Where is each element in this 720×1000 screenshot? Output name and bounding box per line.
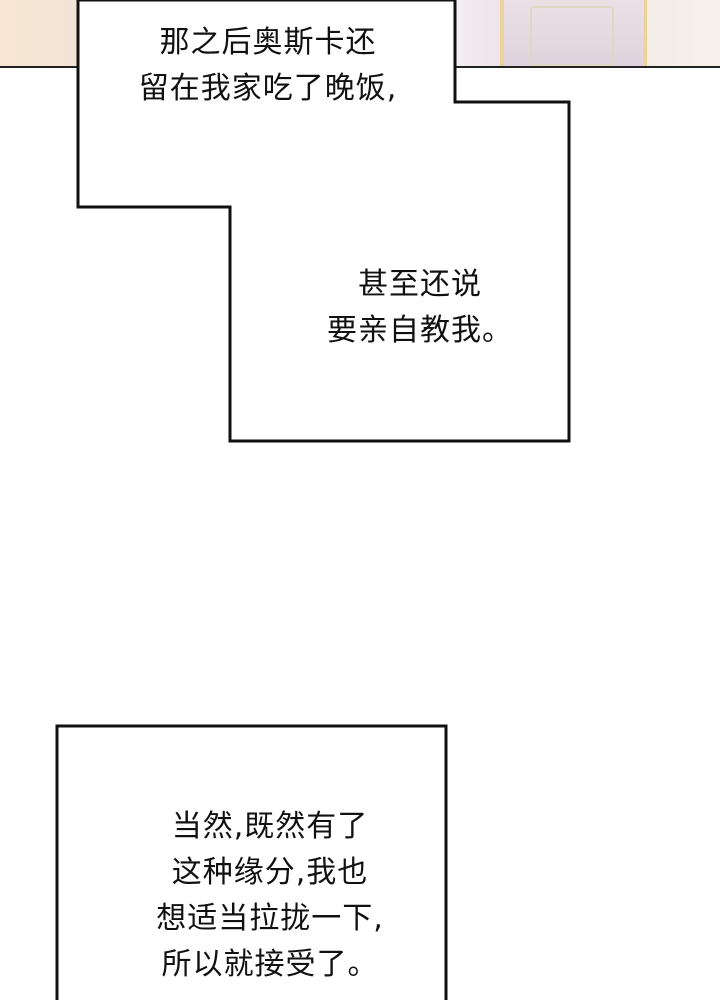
frame-inner-illustration (530, 6, 614, 66)
caption-box-2 (55, 724, 448, 1000)
caption-text-1: 那之后奥斯卡还 留在我家吃了晚饭, (118, 20, 418, 112)
caption-line: 要亲自教我。 (327, 313, 513, 348)
caption-text-2: 甚至还说 要亲自教我。 (300, 262, 540, 354)
caption-line: 那之后奥斯卡还 (159, 25, 377, 60)
caption-line: 当然,既然有了 (171, 809, 369, 844)
caption-line: 想适当拉拢一下, (156, 901, 384, 936)
caption-text-3: 当然,既然有了 这种缘分,我也 想适当拉拢一下, 所以就接受了。 (130, 804, 410, 988)
caption-line: 所以就接受了。 (161, 947, 379, 982)
caption-line: 留在我家吃了晚饭, (138, 71, 398, 106)
caption-line: 这种缘分,我也 (171, 855, 369, 890)
ornate-frame-illustration (500, 0, 647, 68)
caption-box-1 (76, 0, 571, 443)
caption-line: 甚至还说 (358, 267, 482, 302)
